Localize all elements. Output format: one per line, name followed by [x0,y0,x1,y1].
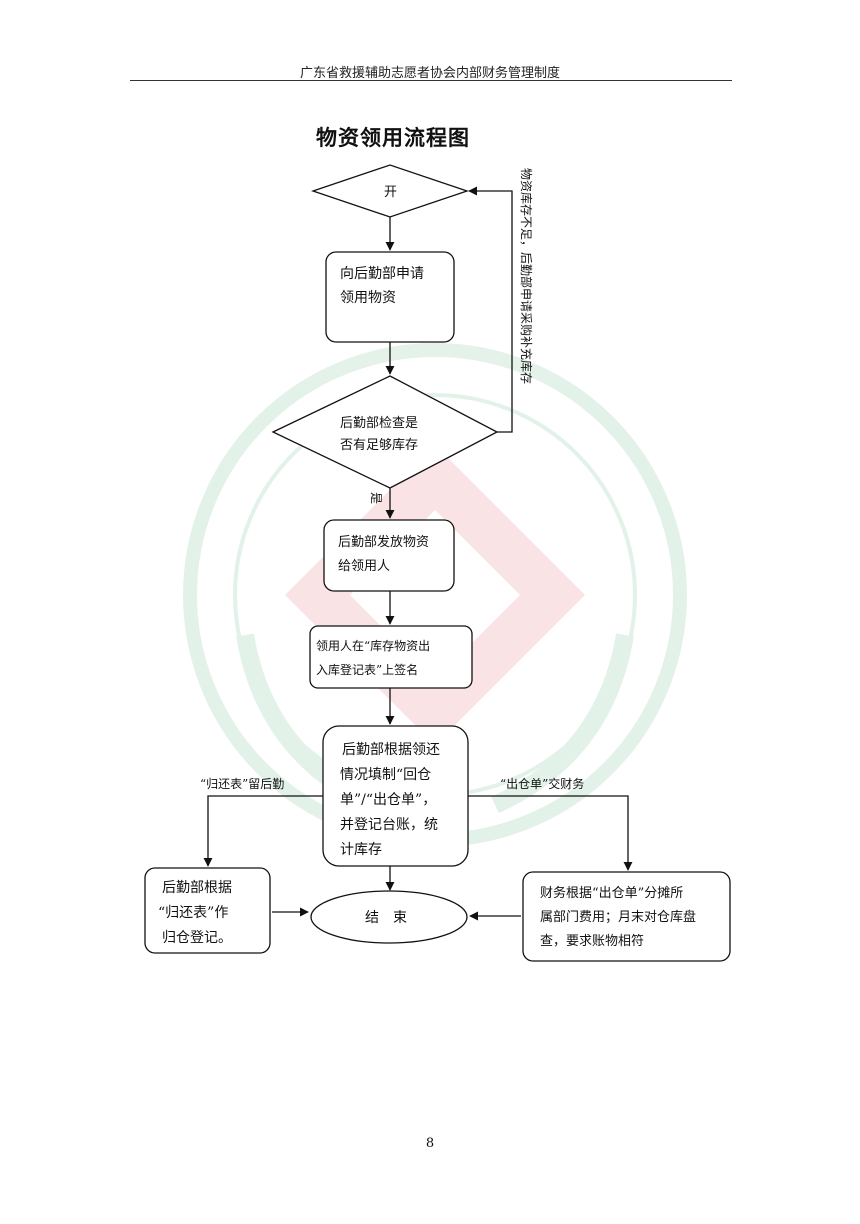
issue-box [323,519,455,592]
insufficient-stock-note: 物资库存不足，后勤部申请采购补充库存 [519,168,534,384]
left-box-line-2: “归还表”作 [158,904,228,921]
fill-line-2: 情况填制“回仓 [340,767,431,783]
svg-text:后勤部发放物资 给领用人: 后勤部发放物资 给领用人 [338,534,433,574]
return-registration-box [144,867,271,954]
right-box-line-1: 财务根据“出仓单”分摊所 [540,885,683,901]
page-header: 广东省救援辅助志愿者协会内部财务管理制度 [299,66,560,81]
svg-text:后勤部根据领还 情况填制“回仓 单”/“出仓: 后勤部根据领还 情况填制“回仓 单”/“出仓单”， 并登记台账，统 计库存 [340,742,444,858]
fill-line-1: 后勤部根据领还 [342,742,440,758]
svg-text:向后勤部申请 领用物资: 向后勤部申请 领用物资 [340,266,428,306]
branch-left-connector [203,795,323,867]
right-box-line-3: 查，要求账物相符 [540,933,644,949]
fill-line-4: 并登记台账，统 [340,817,438,833]
sign-line-2: 入库登记表”上签名 [316,662,418,677]
apply-line-2: 领用物资 [340,290,396,306]
sign-box [309,625,473,689]
svg-text:领用人在“库存物资出 入库登记表”上签名: 领用人在“库存物资出 入库登记表”上签名 [316,638,434,677]
sign-line-1: 领用人在“库存物资出 [316,638,430,653]
yes-label: 是 [369,492,383,504]
stock-check-decision [271,375,499,489]
apply-line-1: 向后勤部申请 [340,266,424,282]
branch-right-connector [468,795,633,871]
flowchart-title: 物资领用流程图 [316,126,470,150]
end-label: 结 束 [365,910,407,926]
issue-line-2: 给领用人 [338,559,390,574]
left-box-line-1: 后勤部根据 [162,880,232,896]
finance-box [522,871,731,962]
svg-text:后勤部根据 “归还表”作 归仓登记。: 后勤部根据 “归还表”作 归仓登记。 [158,880,236,946]
svg-text:后勤部检查是 否有足够库存: 后勤部检查是 否有足够库存 [340,416,422,453]
right-box-line-2: 属部门费用；月末对仓库盘 [540,909,696,925]
check-line-2: 否有足够库存 [340,437,418,453]
issue-line-1: 后勤部发放物资 [338,534,429,550]
outbound-form-label: “出仓单”交财务 [500,776,584,791]
fill-line-3: 单”/“出仓单”， [340,792,436,808]
start-label: 开 [384,185,397,200]
insufficient-stock-loop [468,186,513,433]
fill-line-5: 计库存 [340,842,382,858]
end-node [310,890,468,944]
check-line-1: 后勤部检查是 [340,416,418,431]
left-box-line-3: 归仓登记。 [162,929,232,946]
start-node [310,164,470,218]
svg-text:财务根据“出仓单”分摊所 属部门费用；月末对仓库盘: 财务根据“出仓单”分摊所 属部门费用；月末对仓库盘 查，要求账物相符 [540,885,700,949]
header-divider [130,80,732,81]
return-form-label: “归还表”留后勤 [200,777,284,791]
page-number: 8 [425,1136,435,1151]
